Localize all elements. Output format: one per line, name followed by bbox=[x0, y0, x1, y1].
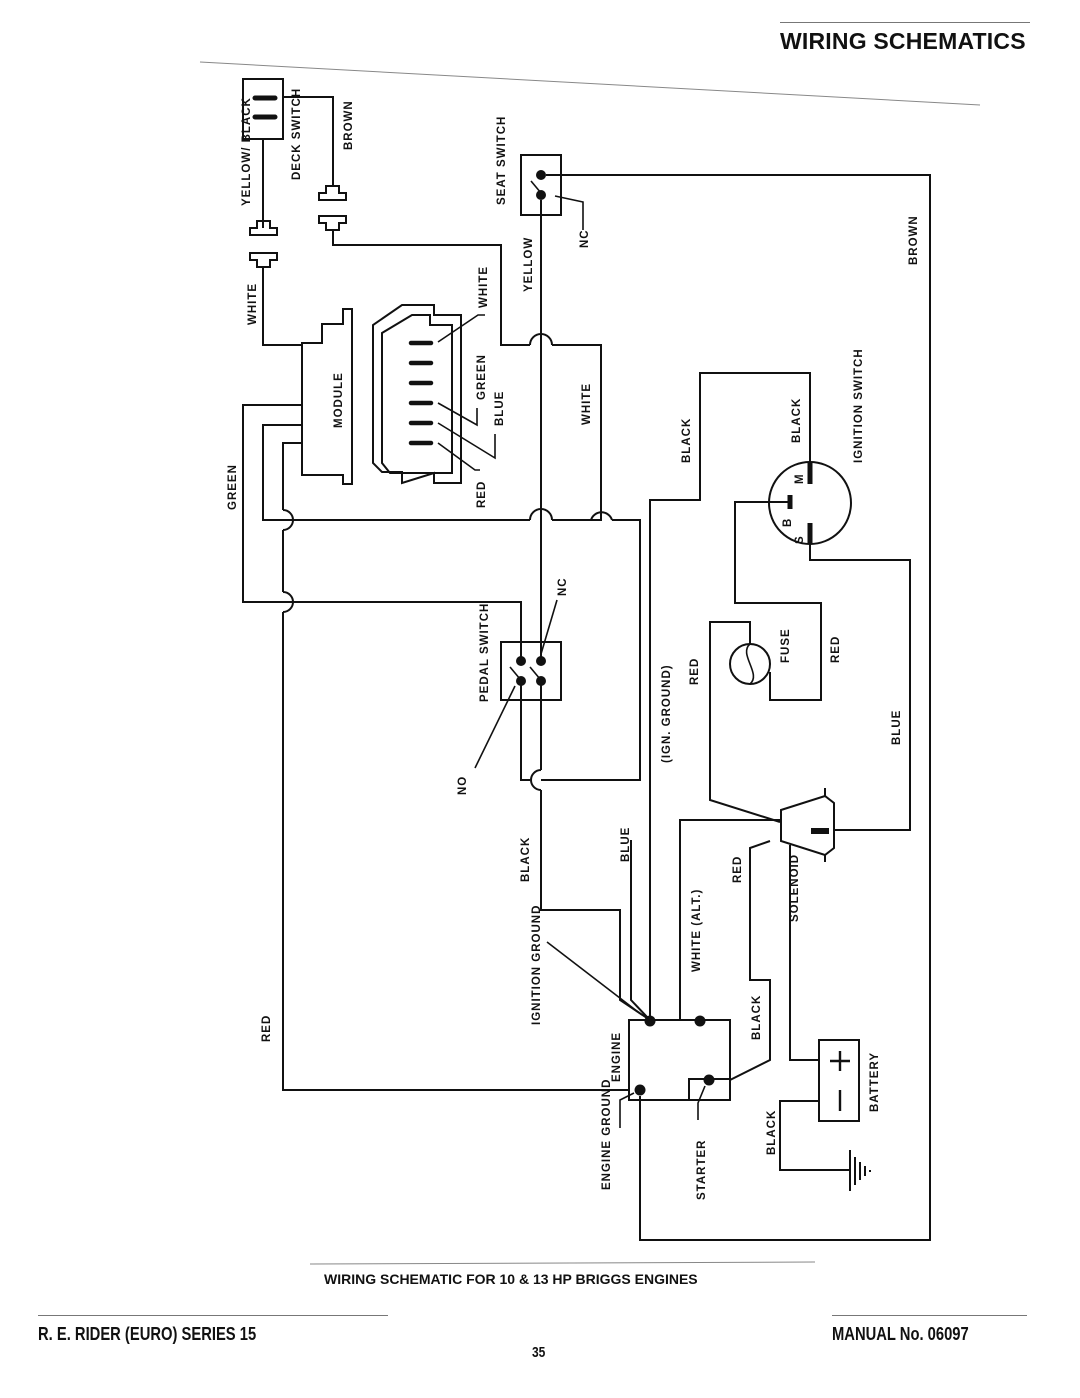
label-terminal-s: S bbox=[794, 535, 806, 544]
label-red-mid: RED bbox=[689, 658, 701, 685]
label-black-lower: BLACK bbox=[520, 837, 532, 882]
label-nc-seat: NC bbox=[579, 229, 591, 248]
label-terminal-m: M bbox=[794, 473, 806, 484]
pointer-lines bbox=[437, 195, 706, 1128]
label-terminal-b: B bbox=[782, 518, 794, 527]
scan-rule bbox=[199, 61, 981, 106]
label-white-deck: WHITE bbox=[247, 283, 259, 325]
footer-manual-number: MANUAL No. 06097 bbox=[832, 1324, 969, 1344]
label-white-conn: WHITE bbox=[478, 266, 490, 308]
label-blue-lower: BLUE bbox=[620, 827, 632, 862]
label-engine: ENGINE bbox=[611, 1032, 623, 1082]
battery bbox=[818, 1039, 860, 1122]
label-brown-right: BROWN bbox=[908, 215, 920, 265]
label-black-starter: BLACK bbox=[751, 995, 763, 1040]
label-ignition-switch: IGNITION SWITCH bbox=[853, 348, 865, 463]
label-red-conn: RED bbox=[476, 481, 488, 508]
ground-symbol bbox=[849, 1150, 871, 1191]
fuse bbox=[729, 643, 771, 685]
label-black-ign: BLACK bbox=[791, 398, 803, 443]
deck-connector-right bbox=[318, 185, 347, 231]
label-engine-ground: ENGINE GROUND bbox=[601, 1079, 613, 1190]
footer-series: R. E. RIDER (EURO) SERIES 15 bbox=[38, 1324, 257, 1344]
label-fuse: FUSE bbox=[780, 628, 792, 663]
pedal-switch bbox=[500, 641, 562, 701]
page-title: WIRING SCHEMATICS bbox=[780, 28, 1026, 54]
label-module: MODULE bbox=[333, 372, 345, 428]
label-yellow: YELLOW bbox=[523, 237, 535, 292]
label-nc-pedal: NC bbox=[557, 577, 569, 596]
label-starter: STARTER bbox=[696, 1140, 708, 1200]
solenoid bbox=[780, 788, 835, 862]
label-red-fuse: RED bbox=[830, 636, 842, 663]
label-no-pedal: NO bbox=[457, 776, 469, 795]
engine bbox=[628, 1015, 731, 1101]
label-battery: BATTERY bbox=[869, 1052, 881, 1112]
label-white-alt: WHITE (ALT.) bbox=[691, 889, 703, 972]
header-rule bbox=[780, 22, 1030, 23]
deck-connector-left bbox=[249, 220, 278, 268]
label-white-mid: WHITE bbox=[581, 383, 593, 425]
label-black-ground: BLACK bbox=[766, 1110, 778, 1155]
labels: YELLOW/ BLACK DECK SWITCH BROWN WHITE MO… bbox=[227, 88, 920, 1200]
label-green-module: GREEN bbox=[227, 464, 239, 510]
label-red-left: RED bbox=[261, 1015, 273, 1042]
module-connector bbox=[372, 304, 462, 485]
label-seat-switch: SEAT SWITCH bbox=[496, 116, 508, 205]
module bbox=[301, 308, 353, 485]
label-red-solenoid: RED bbox=[732, 856, 744, 883]
label-blue-right: BLUE bbox=[891, 710, 903, 745]
footer-rule-left bbox=[38, 1315, 388, 1316]
label-solenoid: SOLENOID bbox=[789, 854, 801, 922]
label-green-conn: GREEN bbox=[476, 354, 488, 400]
label-pedal-switch: PEDAL SWITCH bbox=[479, 603, 491, 702]
diagram-caption: WIRING SCHEMATIC FOR 10 & 13 HP BRIGGS E… bbox=[324, 1271, 698, 1287]
label-black-upper: BLACK bbox=[681, 418, 693, 463]
label-blue-conn: BLUE bbox=[494, 391, 506, 426]
page-number: 35 bbox=[532, 1344, 546, 1361]
label-ignition-ground: IGNITION GROUND bbox=[531, 905, 543, 1025]
label-brown-deck: BROWN bbox=[343, 100, 355, 150]
wires bbox=[242, 96, 931, 1241]
label-yellow-black: YELLOW/ BLACK bbox=[241, 97, 253, 206]
caption-rule bbox=[309, 1261, 816, 1265]
label-ign-ground: (IGN. GROUND) bbox=[661, 664, 673, 763]
footer-rule-right bbox=[832, 1315, 1027, 1316]
label-deck-switch: DECK SWITCH bbox=[291, 88, 303, 180]
